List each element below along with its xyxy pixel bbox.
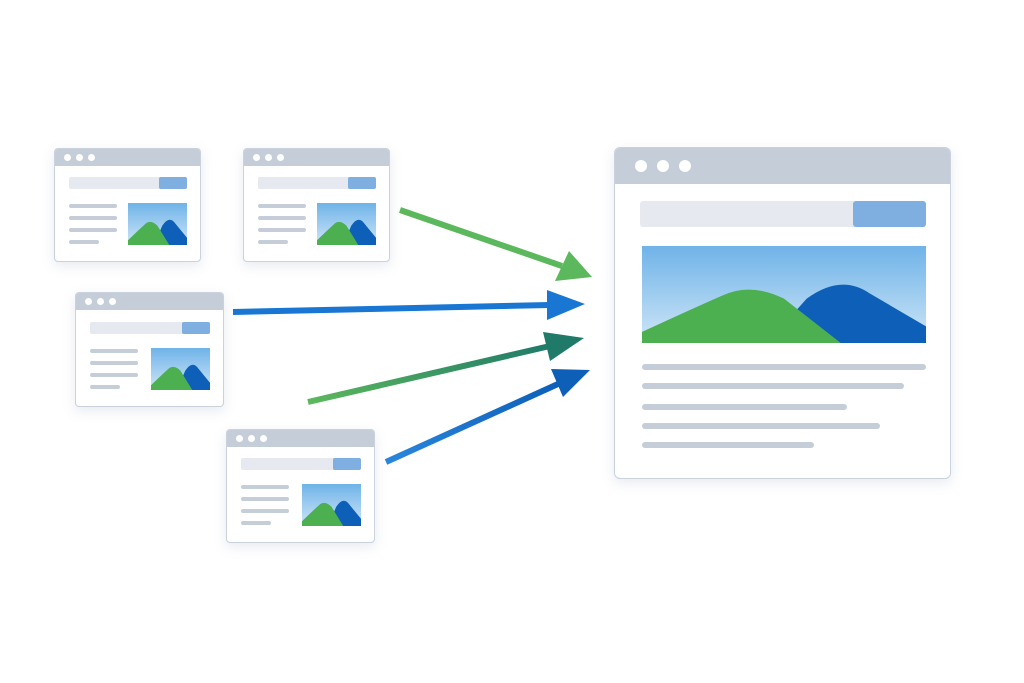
text-line xyxy=(642,442,814,448)
text-line xyxy=(90,385,120,389)
arrow-icon xyxy=(232,290,585,320)
text-line xyxy=(642,383,904,389)
text-line xyxy=(241,485,289,489)
text-line xyxy=(241,497,289,501)
text-line xyxy=(90,349,138,353)
window-dot-icon xyxy=(679,160,691,172)
address-button xyxy=(159,177,187,189)
text-line xyxy=(642,364,926,370)
text-line xyxy=(258,228,306,232)
window-titlebar xyxy=(76,293,223,310)
address-bar xyxy=(258,177,376,189)
text-line xyxy=(258,240,288,244)
source-window-1 xyxy=(54,148,201,262)
window-titlebar xyxy=(55,149,200,166)
text-line xyxy=(241,521,271,525)
window-dot-icon xyxy=(97,298,104,305)
window-dot-icon xyxy=(265,154,272,161)
landscape-image-icon xyxy=(317,203,376,245)
address-bar xyxy=(90,322,210,334)
window-titlebar xyxy=(227,430,374,447)
source-window-4 xyxy=(226,429,375,543)
window-dot-icon xyxy=(64,154,71,161)
window-dot-icon xyxy=(236,435,243,442)
landscape-image-icon xyxy=(302,484,361,526)
text-line xyxy=(258,204,306,208)
text-line xyxy=(90,361,138,365)
window-dot-icon xyxy=(85,298,92,305)
window-titlebar xyxy=(615,148,950,184)
window-dot-icon xyxy=(635,160,647,172)
source-window-2 xyxy=(243,148,390,262)
text-line xyxy=(69,240,99,244)
address-button xyxy=(853,201,926,227)
text-line xyxy=(90,373,138,377)
address-bar xyxy=(241,458,361,470)
window-dot-icon xyxy=(253,154,260,161)
landscape-image-icon xyxy=(151,348,210,390)
landscape-image-icon xyxy=(128,203,187,245)
window-dot-icon xyxy=(248,435,255,442)
arrow-icon xyxy=(384,369,590,465)
text-line xyxy=(642,404,847,410)
source-window-3 xyxy=(75,292,224,407)
landscape-image-icon xyxy=(642,246,926,343)
text-line xyxy=(642,423,880,429)
target-window xyxy=(614,147,951,479)
text-line xyxy=(69,204,117,208)
window-dot-icon xyxy=(109,298,116,305)
address-button xyxy=(182,322,210,334)
address-button xyxy=(348,177,376,189)
text-line xyxy=(241,509,289,513)
text-line xyxy=(69,228,117,232)
window-dot-icon xyxy=(657,160,669,172)
window-dot-icon xyxy=(260,435,267,442)
window-dot-icon xyxy=(88,154,95,161)
address-bar xyxy=(69,177,187,189)
arrow-icon xyxy=(399,207,592,281)
arrow-icon xyxy=(307,332,584,405)
window-titlebar xyxy=(244,149,389,166)
window-dot-icon xyxy=(76,154,83,161)
text-line xyxy=(69,216,117,220)
text-line xyxy=(258,216,306,220)
address-button xyxy=(333,458,361,470)
window-dot-icon xyxy=(277,154,284,161)
